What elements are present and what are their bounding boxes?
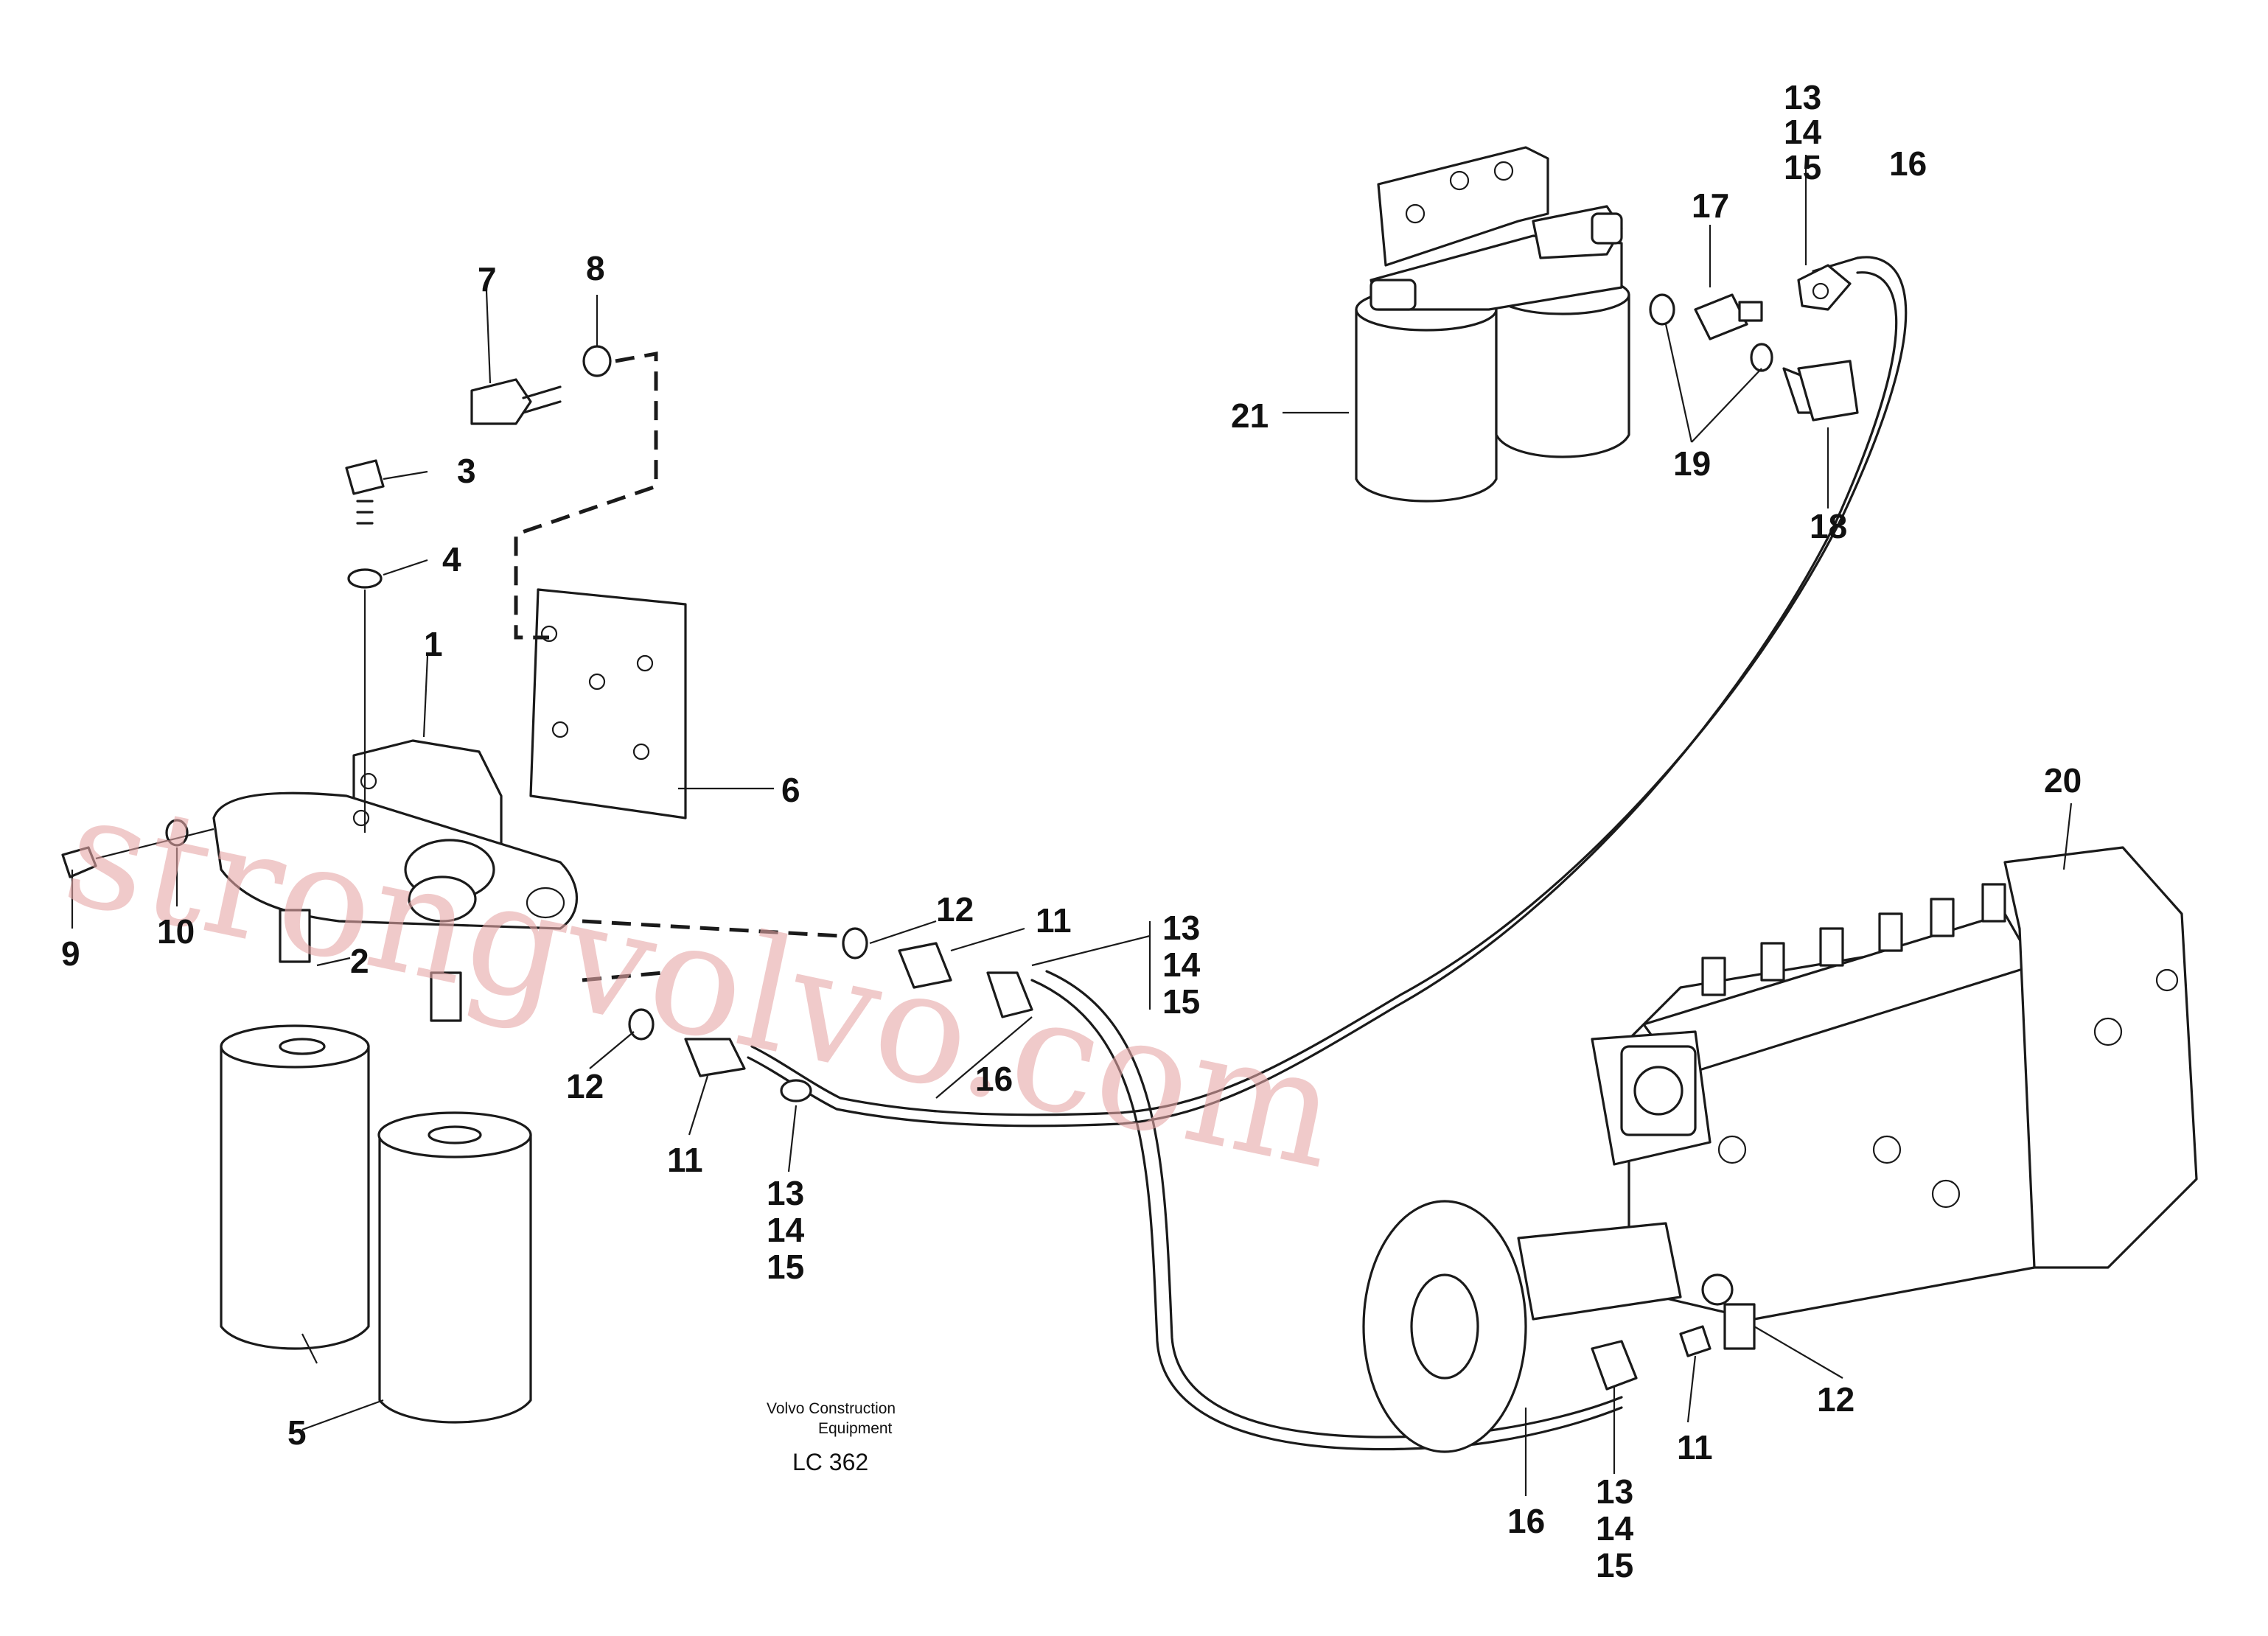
label-6: 6 xyxy=(781,771,800,809)
connectors-11-12-left xyxy=(582,919,1033,1102)
label-11-mid: 11 xyxy=(667,1141,703,1179)
label-2: 2 xyxy=(350,942,369,980)
label-19: 19 xyxy=(1673,444,1711,483)
label-12-pump: 12 xyxy=(1817,1380,1854,1419)
footer-equipment: Equipment xyxy=(818,1420,893,1437)
filter-head-1 xyxy=(212,739,578,930)
label-15-pump: 15 xyxy=(1596,1546,1633,1584)
drawing-footer: Volvo Construction Equipment LC 362 xyxy=(767,1400,896,1475)
label-13-mid: 13 xyxy=(767,1174,804,1212)
label-17: 17 xyxy=(1692,186,1729,225)
footer-company: Volvo Construction xyxy=(767,1400,896,1417)
fuel-pipe-16 xyxy=(747,256,1908,1451)
label-18: 18 xyxy=(1810,507,1847,545)
label-13-pump: 13 xyxy=(1596,1472,1633,1511)
banjo-fittings-17-18-19 xyxy=(1649,264,1859,422)
injection-pump-20 xyxy=(1362,846,2198,1453)
label-16-upper: 16 xyxy=(1889,144,1927,183)
label-14-top: 14 xyxy=(1162,945,1201,984)
leader-lines xyxy=(71,155,2073,1496)
screw-3-washer-4 xyxy=(345,459,385,833)
label-20: 20 xyxy=(2044,761,2082,800)
label-11-top: 11 xyxy=(1036,901,1072,940)
nipples-2 xyxy=(279,909,462,1022)
twin-fuel-filter-21 xyxy=(1355,146,1630,503)
bolt-7-washer-8 xyxy=(470,345,658,640)
label-15-top: 15 xyxy=(1162,982,1200,1021)
label-4: 4 xyxy=(442,540,461,578)
label-12-mid: 12 xyxy=(566,1067,604,1105)
label-13-top: 13 xyxy=(1162,909,1200,947)
part-labels: 1 2 3 4 5 6 7 8 9 10 11 11 11 12 12 12 1… xyxy=(61,78,2082,1584)
footer-drawing-code: LC 362 xyxy=(792,1449,868,1475)
label-14-pump: 14 xyxy=(1596,1509,1634,1548)
label-21: 21 xyxy=(1231,396,1269,435)
label-8: 8 xyxy=(586,249,605,287)
pump-delivery-valves xyxy=(1701,883,2006,996)
label-11-pump: 11 xyxy=(1677,1428,1713,1467)
label-3: 3 xyxy=(457,452,476,490)
label-12-top: 12 xyxy=(936,890,974,929)
pump-pipe-union xyxy=(1591,1325,1712,1391)
label-15-mid: 15 xyxy=(767,1248,804,1286)
label-1: 1 xyxy=(424,625,443,663)
label-16-mid: 16 xyxy=(975,1060,1013,1098)
label-16-pump: 16 xyxy=(1507,1502,1545,1540)
label-10: 10 xyxy=(157,912,195,951)
label-14-mid: 14 xyxy=(767,1211,805,1249)
filter-cartridges-5 xyxy=(220,1024,532,1424)
label-15-upper: 15 xyxy=(1784,148,1821,186)
label-13-upper: 13 xyxy=(1784,78,1821,116)
label-9: 9 xyxy=(61,934,80,973)
label-5: 5 xyxy=(287,1413,307,1452)
label-14-upper: 14 xyxy=(1784,113,1822,151)
screw-9-washer-10 xyxy=(61,819,214,878)
label-7: 7 xyxy=(478,260,497,298)
mounting-plate-6 xyxy=(529,588,687,819)
